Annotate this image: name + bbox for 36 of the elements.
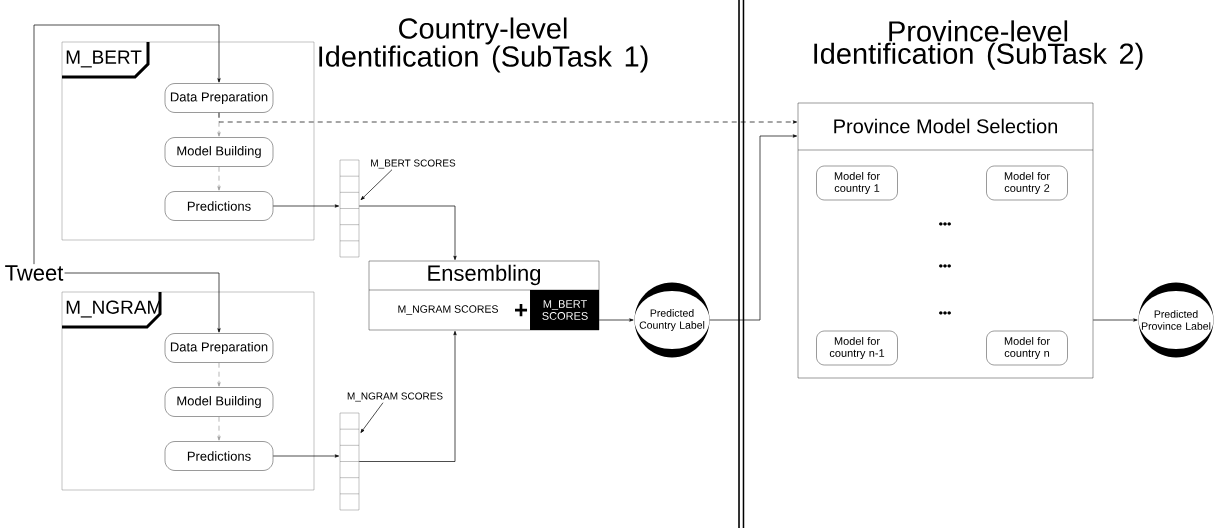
dashed-arrow	[217, 166, 221, 191]
ellipsis: •••	[939, 311, 951, 315]
arrow	[272, 204, 340, 208]
ensembling-box: Ensembling M_NGRAM SCORES + M_BERT SCORES	[368, 260, 600, 331]
input-text: Tweet	[5, 265, 64, 281]
dashed-arrow	[217, 416, 221, 441]
score-vector	[339, 412, 360, 511]
arrow	[358, 330, 457, 462]
leader-line	[360, 169, 393, 201]
arrow	[1092, 318, 1138, 322]
model-box: Model for country n	[986, 330, 1068, 366]
process-box: Data Preparation	[164, 333, 274, 363]
arrow	[64, 272, 221, 333]
arrow	[33, 24, 221, 265]
arrow	[358, 205, 457, 261]
score-label: M_BERT SCORES	[371, 159, 456, 169]
model-box: Model for country 1	[816, 165, 898, 201]
ellipsis: •••	[939, 264, 951, 268]
process-box: Model Building	[164, 387, 274, 417]
arrow	[272, 454, 340, 458]
process-box: Predictions	[164, 191, 274, 221]
process-box: Data Preparation	[164, 83, 274, 113]
ellipsis: •••	[939, 222, 951, 226]
model-box: Model for country 2	[986, 165, 1068, 201]
process-box: Predictions	[164, 441, 274, 471]
section-title: Province-level Identification (SubTask 2)	[814, 20, 1143, 70]
dashed-arrow	[218, 112, 798, 124]
process-box: Model Building	[164, 137, 274, 167]
arrow	[709, 134, 798, 321]
section-title: Country-level Identification (SubTask 1)	[319, 17, 648, 73]
arrow	[598, 318, 634, 322]
model-box: Model for country n-1	[816, 330, 898, 366]
score-vector	[339, 159, 360, 258]
score-label: M_NGRAM SCORES	[347, 392, 443, 402]
leader-line	[360, 402, 384, 433]
dashed-arrow	[217, 362, 221, 387]
